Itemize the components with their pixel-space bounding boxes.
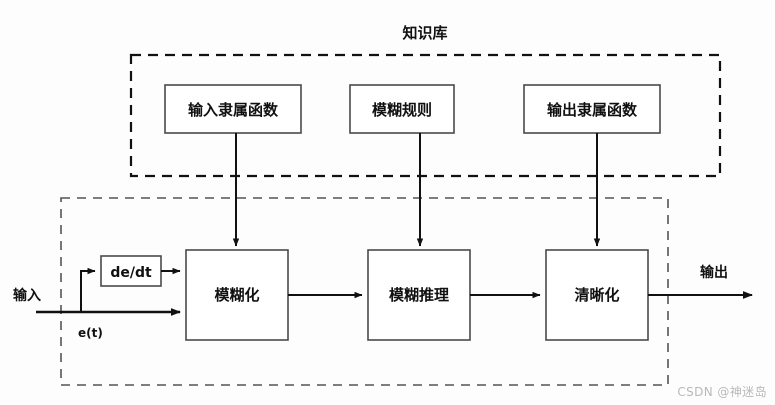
box-fuzzification[interactable] bbox=[185, 249, 289, 341]
box-fuzzy-rules-label: 模糊规则 bbox=[372, 101, 432, 119]
watermark: CSDN @神迷岛 bbox=[677, 385, 767, 399]
box-input-membership-function[interactable] bbox=[164, 84, 302, 134]
fuzzy-controller-container bbox=[60, 197, 669, 386]
box-fuzzy-rules[interactable] bbox=[349, 84, 455, 134]
input-branch-to-derivative bbox=[80, 267, 96, 312]
box-input-membership-function-label: 输入隶属函数 bbox=[188, 101, 279, 119]
box-derivative-label: de/dt bbox=[110, 265, 152, 281]
knowledge-base-container bbox=[129, 53, 722, 178]
input-label: 输入 bbox=[13, 287, 41, 304]
output-label: 输出 bbox=[700, 264, 728, 281]
box-defuzzification[interactable] bbox=[545, 249, 649, 341]
box-defuzzification-label: 清晰化 bbox=[574, 286, 619, 304]
knowledge-base-title: 知识库 bbox=[402, 24, 447, 42]
box-fuzzy-inference-label: 模糊推理 bbox=[389, 286, 449, 304]
error-signal-label: e(t) bbox=[78, 326, 103, 340]
box-output-membership-function[interactable] bbox=[523, 84, 661, 134]
box-output-membership-function-label: 输出隶属函数 bbox=[547, 101, 638, 119]
box-fuzzy-inference[interactable] bbox=[367, 249, 471, 341]
box-derivative[interactable] bbox=[100, 255, 162, 287]
box-fuzzification-label: 模糊化 bbox=[214, 286, 259, 304]
